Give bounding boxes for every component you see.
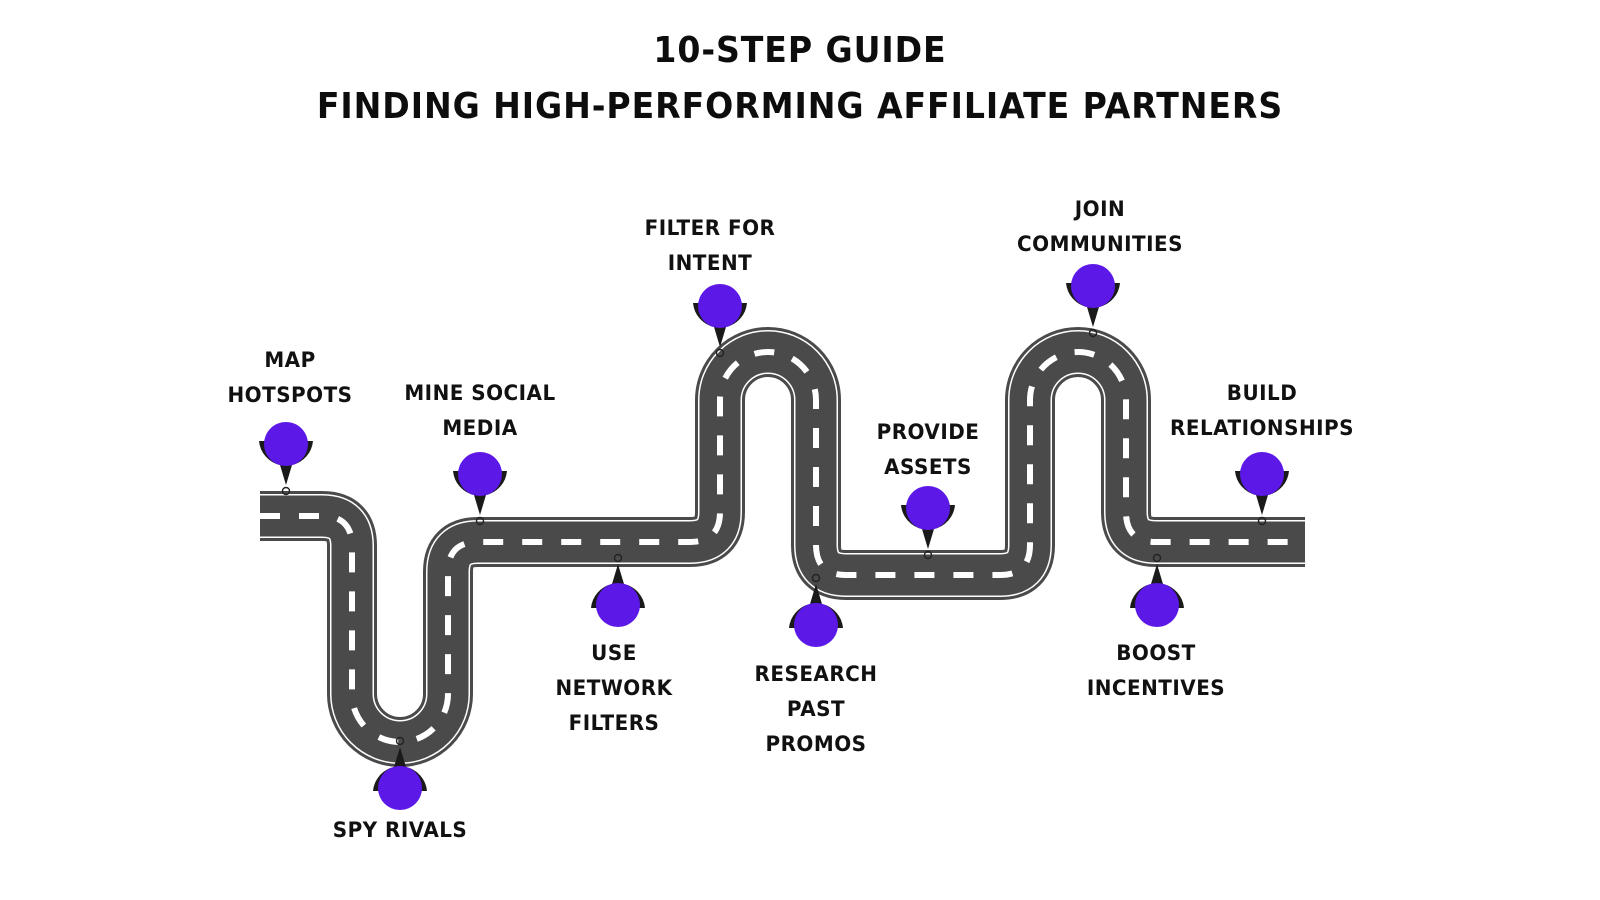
step-label-3: MINE SOCIAL MEDIA (404, 376, 555, 446)
step-label-8: JOIN COMMUNITIES (1017, 192, 1183, 262)
pin-marker-icon (1240, 452, 1284, 496)
road-marker-dot (811, 573, 821, 583)
winding-road (260, 327, 1305, 767)
step-pin-5 (693, 284, 747, 358)
pin-marker-icon (264, 422, 308, 466)
pin-marker-icon (458, 452, 502, 496)
step-label-line: JOIN (1074, 197, 1126, 221)
step-label-line: PROVIDE (876, 420, 980, 444)
step-label-line: RESEARCH (754, 662, 878, 686)
pin-marker-icon (1135, 583, 1179, 627)
road-marker-dot (1257, 516, 1267, 526)
road-marker-dot (613, 553, 623, 563)
step-label-10: BUILD RELATIONSHIPS (1170, 376, 1354, 446)
step-pin-6 (789, 573, 843, 647)
step-label-line: PAST (786, 697, 846, 721)
pin-marker-icon (794, 603, 838, 647)
step-label-line: MEDIA (442, 416, 518, 440)
step-pins (259, 264, 1289, 810)
road-center-dashes (260, 349, 1305, 745)
step-label-7: PROVIDE ASSETS (877, 415, 980, 485)
step-pin-10 (1235, 452, 1289, 526)
road-marker-dot (1152, 553, 1162, 563)
pin-marker-icon (378, 766, 422, 810)
step-label-line: SPY RIVALS (332, 818, 468, 842)
step-label-line: MAP (264, 348, 316, 372)
step-label-line: FILTER FOR (644, 216, 776, 240)
step-pin-1 (259, 422, 313, 496)
step-label-line: INTENT (667, 251, 753, 275)
step-label-line: RELATIONSHIPS (1170, 416, 1354, 440)
road-marker-dot (1088, 328, 1098, 338)
step-pin-3 (453, 452, 507, 526)
step-label-line: MINE SOCIAL (404, 381, 556, 405)
guide-title: 10-STEP GUIDE (653, 30, 947, 71)
step-label-2: SPY RIVALS (333, 813, 468, 848)
road-marker-dot (395, 736, 405, 746)
step-label-5: FILTER FOR INTENT (645, 211, 776, 281)
step-label-line: PROMOS (765, 732, 867, 756)
step-label-9: BOOST INCENTIVES (1087, 636, 1225, 706)
step-pin-8 (1066, 264, 1120, 338)
step-label-line: NETWORK (555, 676, 673, 700)
pin-marker-icon (698, 284, 742, 328)
guide-subtitle: FINDING HIGH-PERFORMING AFFILIATE PARTNE… (316, 86, 1284, 127)
step-pin-4 (591, 553, 645, 627)
step-label-line: ASSETS (884, 455, 972, 479)
road-marker-dot (923, 550, 933, 560)
pin-marker-icon (596, 583, 640, 627)
step-pin-7 (901, 486, 955, 560)
step-pin-9 (1130, 553, 1184, 627)
pin-marker-icon (1071, 264, 1115, 308)
step-label-6: RESEARCH PAST PROMOS (755, 657, 878, 762)
step-label-4: USE NETWORK FILTERS (555, 636, 672, 741)
step-label-line: INCENTIVES (1086, 676, 1226, 700)
step-pin-2 (373, 736, 427, 810)
step-label-line: FILTERS (568, 711, 660, 735)
step-label-1: MAP HOTSPOTS (228, 343, 353, 413)
step-label-line: BOOST (1116, 641, 1196, 665)
step-label-line: COMMUNITIES (1017, 232, 1183, 256)
step-label-line: HOTSPOTS (227, 383, 353, 407)
step-label-line: USE (591, 641, 637, 665)
road-marker-dot (281, 486, 291, 496)
step-label-line: BUILD (1226, 381, 1298, 405)
pin-marker-icon (906, 486, 950, 530)
road-marker-dot (715, 348, 725, 358)
road-marker-dot (475, 516, 485, 526)
